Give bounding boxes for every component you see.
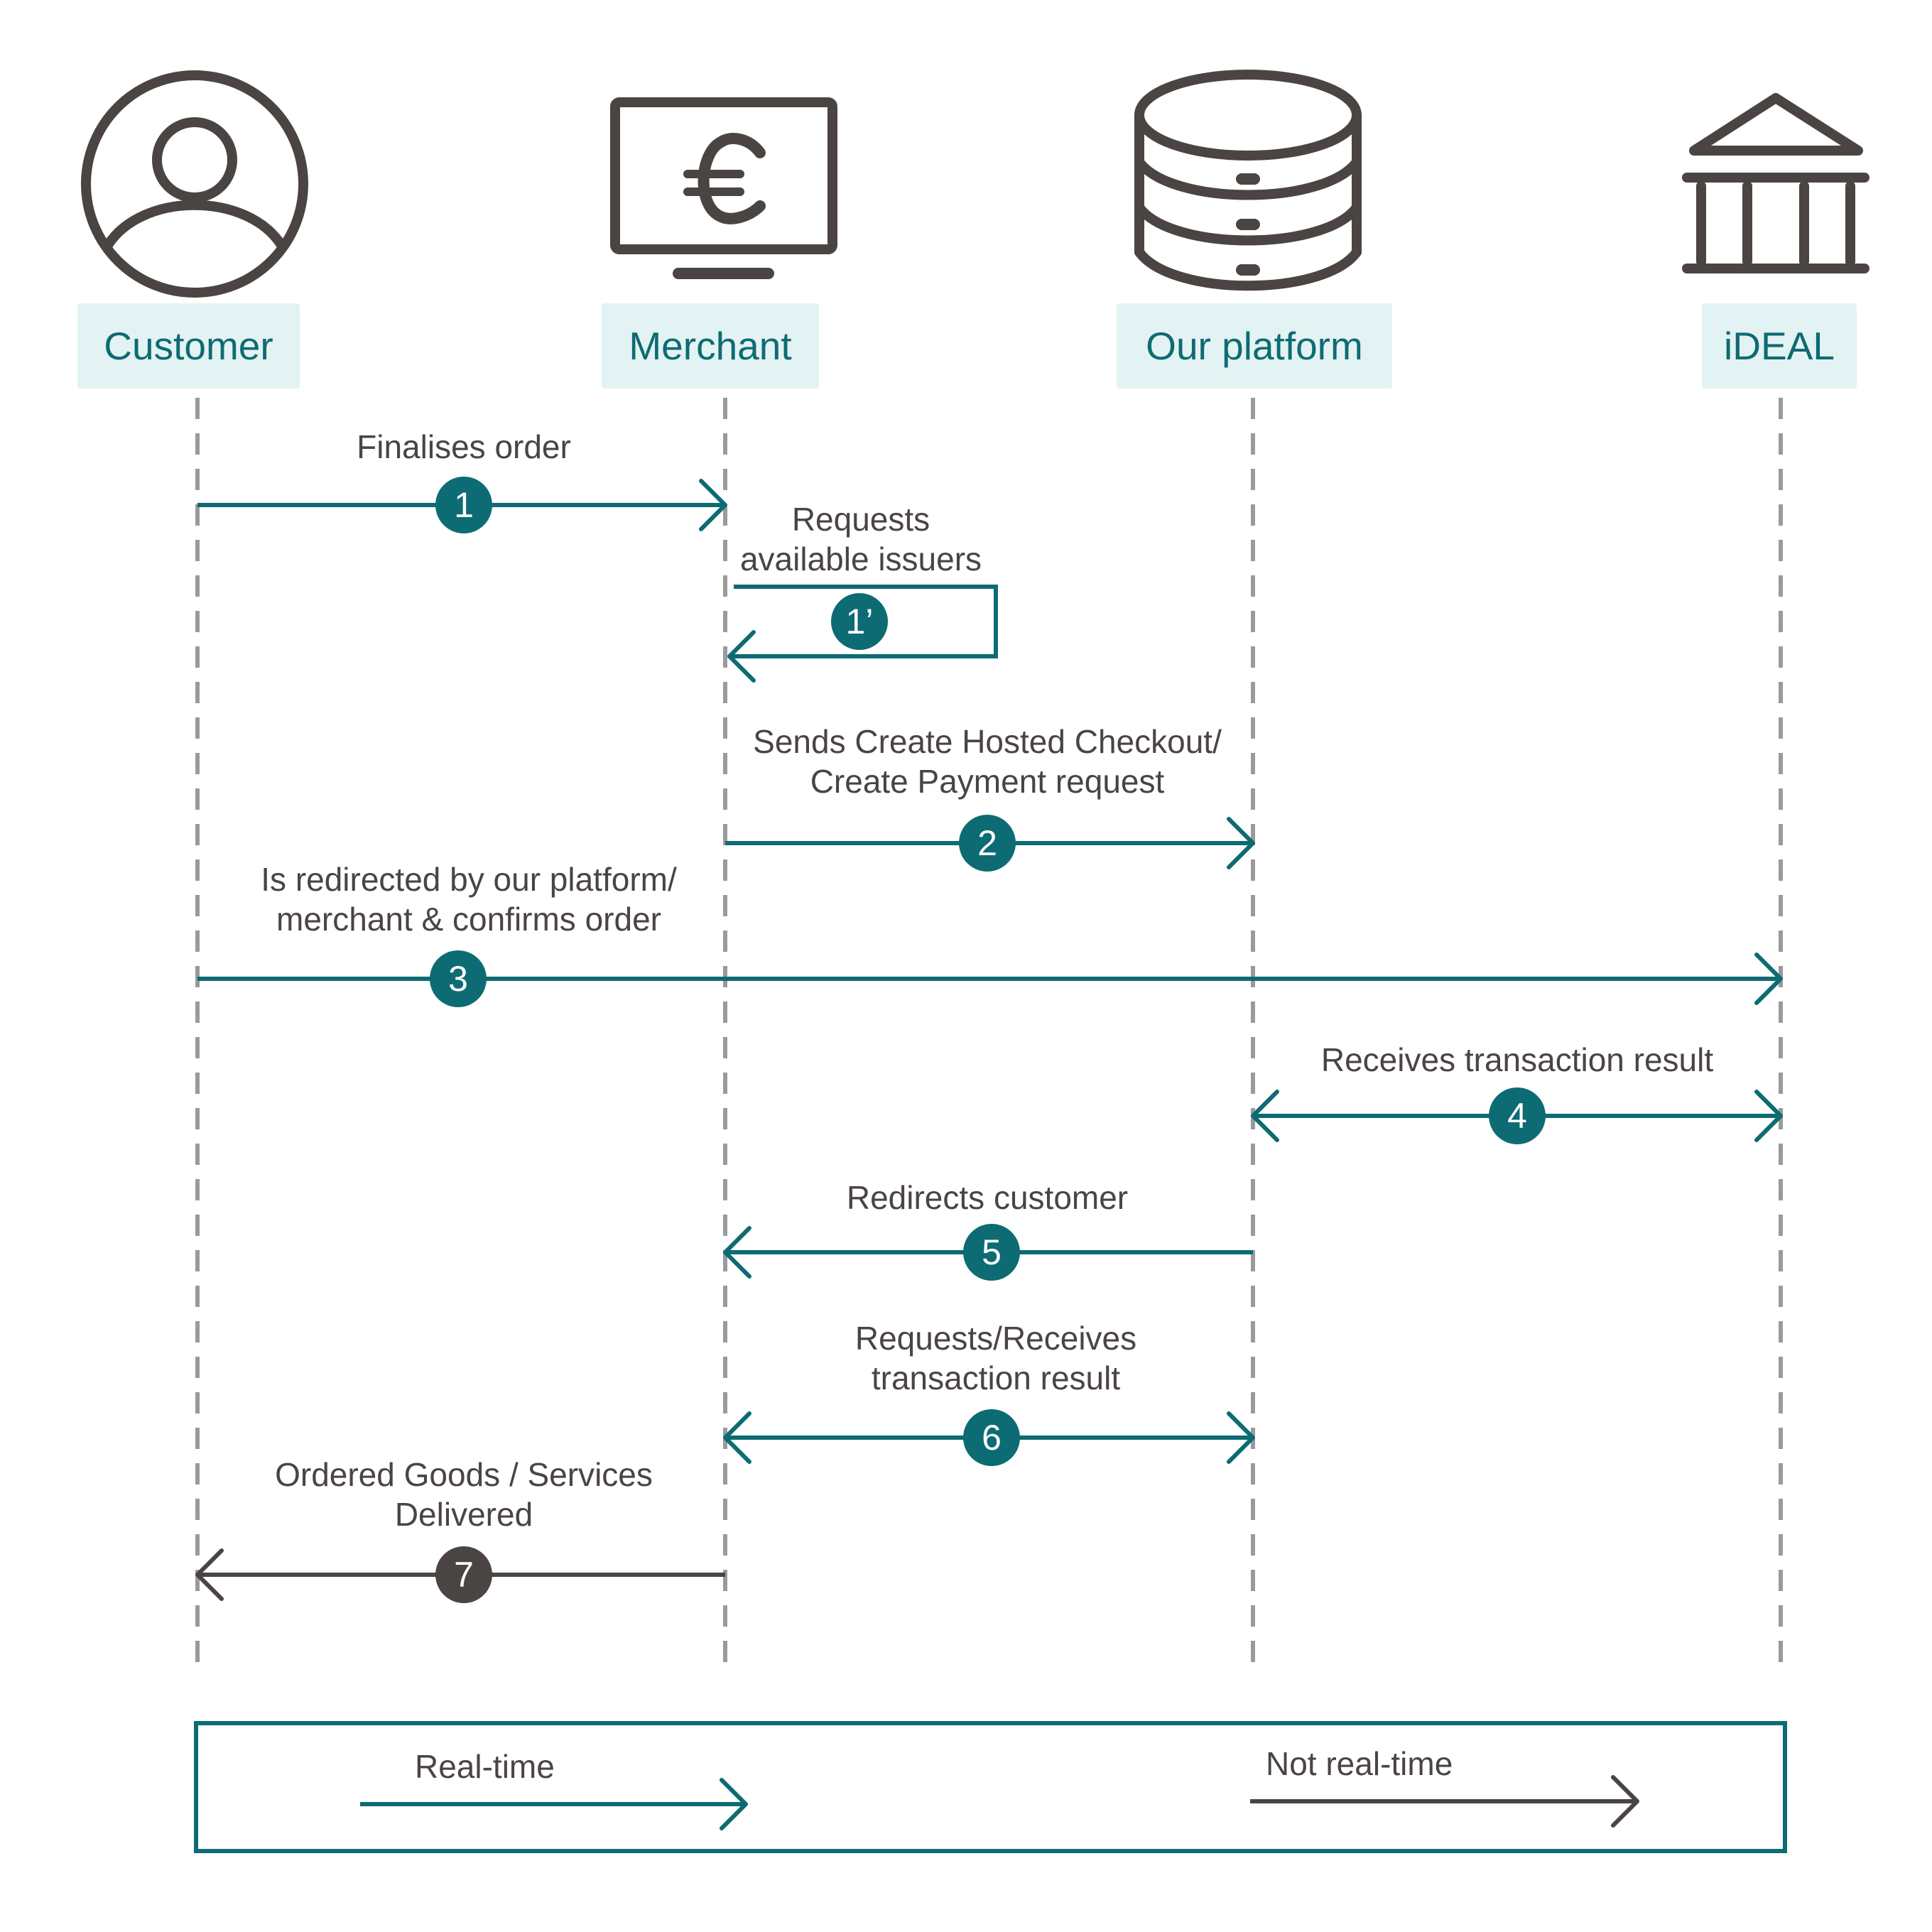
step-badge-1-prime: 1’ — [831, 593, 888, 650]
legend-not-real-time-label: Not real-time — [1266, 1745, 1453, 1782]
monitor-euro-icon — [610, 97, 837, 279]
step-badge-4: 4 — [1489, 1087, 1546, 1144]
arrow-head — [699, 479, 727, 531]
arrow-step-1-prime-line — [729, 585, 998, 658]
message-label-2: Sends Create Hosted Checkout/ Create Pay… — [753, 723, 1222, 800]
actor-label-customer: Customer — [77, 303, 300, 389]
message-label-6: Requests/Receives transaction result — [854, 1320, 1137, 1396]
message-label-3: Is redirected by our platform/ merchant … — [261, 861, 677, 938]
legend-arrows — [360, 1775, 1639, 1830]
actor-label-ideal: iDEAL — [1702, 303, 1857, 389]
actor-label-our-platform: Our platform — [1117, 303, 1392, 389]
arrow-head — [1227, 1411, 1255, 1464]
legend — [194, 1721, 1787, 1853]
arrow-head — [1227, 817, 1255, 869]
arrow-head — [1251, 1090, 1279, 1142]
step-badge-6: 6 — [963, 1409, 1020, 1466]
legend-not-real-time-arrow — [1250, 1775, 1639, 1828]
legend-real-time-arrow — [360, 1778, 748, 1830]
arrow-head — [1754, 953, 1783, 1005]
message-label-1-prime: Requests available issuers — [739, 501, 982, 577]
arrow-head — [723, 1411, 751, 1464]
step-badge-2: 2 — [959, 815, 1016, 872]
step-badge-1: 1 — [435, 477, 492, 533]
message-label-4: Receives transaction result — [1320, 1041, 1714, 1078]
arrow-step-1-prime — [727, 585, 998, 683]
arrow-head — [720, 1778, 748, 1830]
message-label-5: Redirects customer — [846, 1179, 1129, 1216]
arrow-head — [1611, 1775, 1639, 1828]
person-icon — [81, 70, 308, 298]
bank-icon — [1682, 93, 1869, 273]
actor-label-merchant: Merchant — [602, 303, 819, 389]
step-badge-7: 7 — [435, 1546, 492, 1603]
database-icon — [1134, 70, 1362, 291]
legend-real-time-label: Real-time — [415, 1748, 555, 1785]
arrow-head — [727, 630, 756, 683]
message-label-1: Finalises order — [357, 428, 571, 465]
arrow-head — [195, 1548, 224, 1601]
arrow-head — [723, 1226, 751, 1279]
step-badge-3: 3 — [430, 950, 487, 1007]
step-badge-5: 5 — [963, 1224, 1020, 1281]
message-label-7: Ordered Goods / Services Delivered — [275, 1456, 653, 1533]
arrow-head — [1754, 1090, 1783, 1142]
